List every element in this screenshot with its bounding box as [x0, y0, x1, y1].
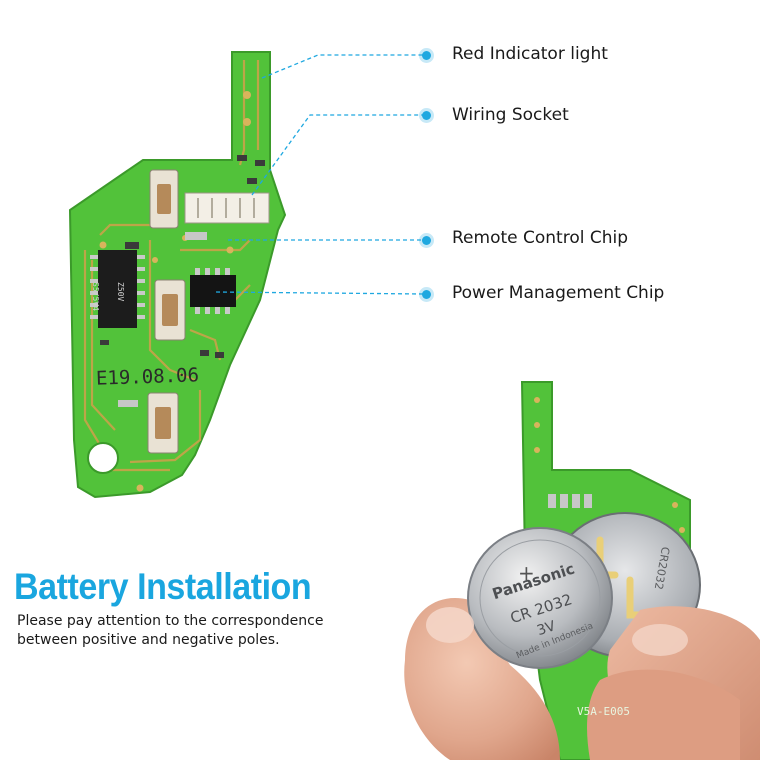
- callout-dot-socket: [422, 111, 431, 120]
- tactile-switch-middle: [154, 279, 186, 341]
- chip-marking-1: S5/5V4: [91, 282, 100, 311]
- callout-remote-control-chip: Remote Control Chip: [452, 228, 629, 248]
- coin-battery: +: [467, 527, 613, 669]
- tactile-switch-bottom: [147, 392, 179, 454]
- section-description: Please pay attention to the corresponden…: [17, 613, 324, 648]
- battery-scene: +: [404, 381, 760, 760]
- callout-dot-remote-chip: [422, 236, 431, 245]
- chip-marking-2: Z50V: [116, 282, 125, 302]
- callout-wiring-socket: Wiring Socket: [452, 105, 569, 125]
- back-board-marking: V5A-E005: [577, 705, 630, 718]
- callout-red-indicator-light: Red Indicator light: [452, 44, 608, 64]
- section-title: Battery Installation: [14, 566, 312, 607]
- callout-power-management-chip: Power Management Chip: [452, 283, 665, 303]
- main-pcb-board: [68, 51, 287, 499]
- board-date-code: E19.08.06: [95, 364, 200, 390]
- callout-dot-power-chip: [422, 290, 431, 299]
- callout-lines: [215, 54, 425, 295]
- remote-control-chip: [90, 250, 145, 328]
- svg-text:+: +: [518, 561, 535, 585]
- tactile-switch-top: [149, 169, 179, 229]
- wiring-socket: [184, 192, 270, 224]
- callout-dot-red-light: [422, 51, 431, 60]
- power-management-chip: [190, 268, 236, 314]
